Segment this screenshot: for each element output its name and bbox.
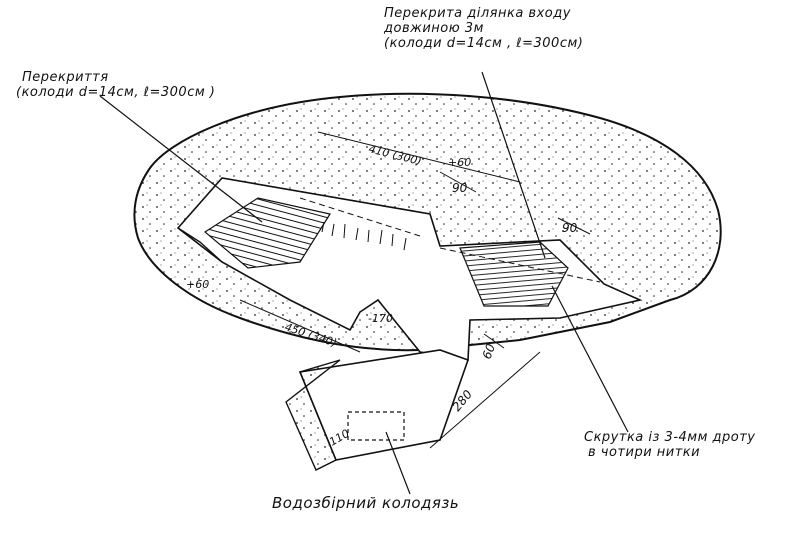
leader-lines [99,71,629,495]
dim-depth: -170 [368,312,393,325]
dimension-lines [239,131,591,449]
dim-w60: 60 [480,342,499,361]
entrance-cover-line2: довжиною 3м [384,21,484,36]
cover-logs-right [459,241,569,307]
cover-label: Перекриття (колоди d=14см, ℓ=300см ) [16,70,215,100]
drain-well-label: Водозбірний колодязь [272,494,460,512]
dim-plus60-left: +60 [186,278,209,291]
entrance-trench [285,349,470,471]
cover-line1: Перекриття [22,70,109,85]
dim-w90-b: 90 [562,221,578,235]
wire-twist-line2: в чотири нитки [588,445,701,460]
dim-plus60-top: +60 [448,156,471,169]
wire-twist-line1: Скрутка із 3-4мм дроту [584,430,756,445]
wire-twist-label: Скрутка із 3-4мм дроту в чотири нитки [584,430,756,460]
cover-line2: (колоди d=14см, ℓ=300см ) [16,85,216,100]
cover-logs-left [203,197,331,269]
entrance-cover-label: Перекрита ділянка входу довжиною 3м (кол… [384,6,583,51]
dim-w90-a: 90 [452,181,468,195]
central-grass [321,221,407,251]
entrance-cover-line3: (колоди d=14см , ℓ=300см) [384,36,584,51]
entrance-cover-line1: Перекрита ділянка входу [384,6,571,21]
